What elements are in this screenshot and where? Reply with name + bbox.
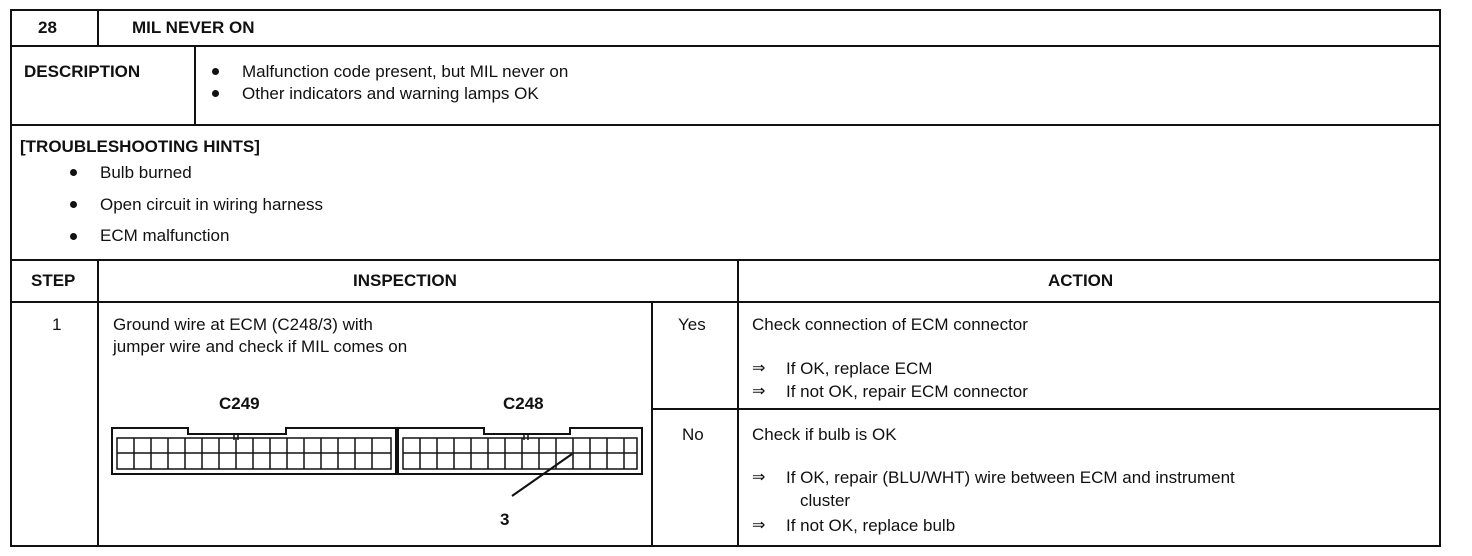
inspection-line: Ground wire at ECM (C248/3) with [113, 315, 373, 334]
connector-label-c248: C248 [503, 394, 544, 413]
action-no: Check if bulb is OK [752, 425, 897, 444]
implies-arrow-icon: ⇒ [752, 383, 766, 400]
procedure-number: 28 [38, 18, 57, 37]
connector-label-c249: C249 [219, 394, 260, 413]
rule-description [10, 124, 1441, 126]
rule-description-label [194, 45, 196, 125]
bullet-icon [212, 68, 219, 75]
description-item: Other indicators and warning lamps OK [242, 84, 539, 103]
rule-yesno-col [651, 301, 653, 547]
column-action: ACTION [1048, 271, 1114, 290]
ecm-connector-diagram [111, 427, 643, 497]
inspection-line: jumper wire and check if MIL comes on [113, 337, 408, 356]
implies-arrow-icon: ⇒ [752, 469, 766, 486]
rule-columns [10, 301, 1441, 303]
rule-yes-no [651, 408, 1441, 410]
hint-item: Bulb burned [100, 163, 192, 182]
bullet-icon [70, 169, 77, 176]
action-result: If not OK, repair ECM connector [786, 382, 1028, 401]
implies-arrow-icon: ⇒ [752, 517, 766, 534]
column-step: STEP [31, 271, 76, 290]
hint-item: Open circuit in wiring harness [100, 195, 323, 214]
hint-item: ECM malfunction [100, 226, 230, 245]
answer-yes: Yes [678, 315, 706, 334]
description-item: Malfunction code present, but MIL never … [242, 62, 569, 81]
rule-step-col [97, 259, 99, 547]
action-result: cluster [800, 491, 851, 510]
implies-arrow-icon: ⇒ [752, 360, 766, 377]
answer-no: No [682, 425, 704, 444]
step-number: 1 [52, 315, 62, 334]
bullet-icon [212, 90, 219, 97]
rule-header-number [97, 9, 99, 46]
action-result: If OK, replace ECM [786, 359, 933, 378]
bullet-icon [70, 233, 77, 240]
procedure-title: MIL NEVER ON [132, 18, 255, 37]
hints-title: [TROUBLESHOOTING HINTS] [20, 137, 260, 156]
action-result: If OK, repair (BLU/WHT) wire between ECM… [786, 468, 1235, 487]
rule-hints [10, 259, 1441, 261]
action-yes: Check connection of ECM connector [752, 315, 1028, 334]
rule-header [10, 45, 1441, 47]
troubleshooting-table [10, 9, 1441, 547]
pin-number-label: 3 [500, 510, 510, 529]
description-label: DESCRIPTION [24, 62, 141, 81]
bullet-icon [70, 201, 77, 208]
action-result: If not OK, replace bulb [786, 516, 956, 535]
column-inspection: INSPECTION [353, 271, 457, 290]
rule-inspection-col [737, 259, 739, 547]
